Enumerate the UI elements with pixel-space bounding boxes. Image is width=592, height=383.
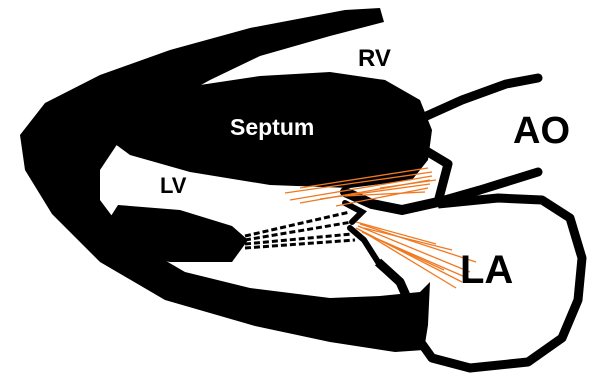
mitral-leaflet-anterior [345, 203, 362, 222]
label-la: LA [460, 248, 513, 292]
label-septum: Septum [230, 114, 314, 140]
aortic-wall-lower [418, 146, 538, 202]
label-lv: LV [160, 173, 187, 198]
chordae-tendineae [245, 212, 355, 248]
label-ao: AO [513, 110, 570, 152]
label-rv: RV [358, 45, 391, 72]
